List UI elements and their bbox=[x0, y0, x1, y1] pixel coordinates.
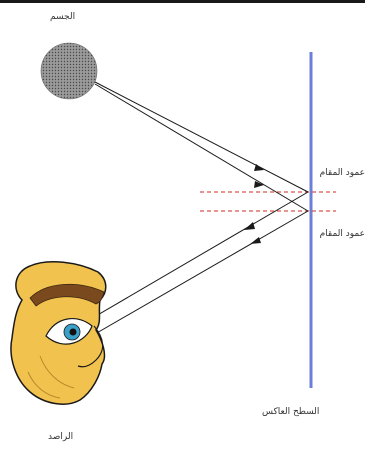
observer-face bbox=[11, 262, 106, 404]
label-normal-1: عمود المقام bbox=[320, 168, 365, 178]
reflected-arrow-1 bbox=[244, 222, 255, 230]
label-normal-2: عمود المقام bbox=[320, 229, 365, 239]
reflected-ray-1 bbox=[72, 192, 308, 330]
reflected-ray-2 bbox=[76, 211, 308, 345]
label-observer: الراصد bbox=[48, 432, 73, 442]
label-mirror: السطح العاكس bbox=[262, 407, 319, 417]
reflected-arrow-2 bbox=[250, 237, 261, 244]
incident-ray-1 bbox=[95, 82, 308, 192]
label-object: الجسم bbox=[50, 12, 75, 22]
object-sphere bbox=[41, 43, 97, 99]
